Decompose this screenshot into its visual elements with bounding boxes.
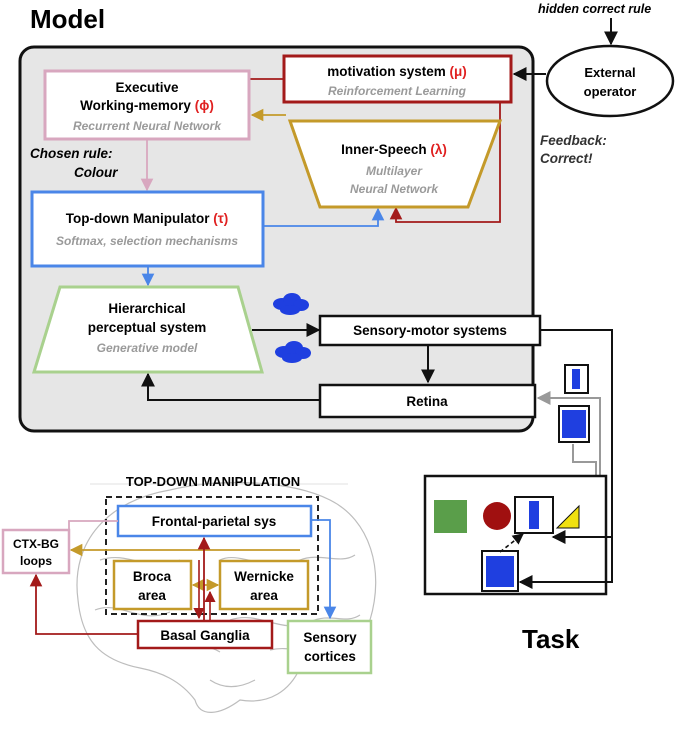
ctx-bg-label-2: loops	[20, 554, 52, 568]
retina-box	[318, 383, 537, 419]
inner-speech-subtitle-2: Neural Network	[350, 182, 439, 196]
top-down-label: Top-down Manipulator	[66, 211, 210, 226]
external-operator-node	[545, 44, 675, 118]
top-down-title: Top-down Manipulator (τ)	[66, 211, 229, 226]
chosen-rule-label-2: Colour	[74, 165, 118, 180]
inner-speech-subtitle-1: Multilayer	[366, 164, 423, 178]
frontal-parietal-box	[116, 504, 313, 538]
retina-label: Retina	[406, 394, 448, 409]
cloud-icon	[275, 341, 311, 363]
motivation-symbol: (μ)	[450, 64, 467, 79]
sensory-cortices-label-2: cortices	[304, 649, 356, 664]
executive-symbol: (ϕ)	[195, 98, 214, 113]
wernicke-box	[218, 559, 310, 611]
chosen-rule-label-1: Chosen rule:	[30, 146, 113, 161]
wernicke-label-1: Wernicke	[234, 569, 294, 584]
small-blue-square	[562, 410, 586, 438]
sensorymotor-to-task-arrow-2	[518, 537, 613, 589]
sensorymotor-to-task-arrow	[541, 329, 613, 544]
executive-subtitle: Recurrent Neural Network	[73, 119, 222, 133]
external-operator-label-1: External	[584, 65, 635, 80]
ctx-to-frontal-line	[68, 520, 118, 530]
sensory-cortices-label-1: Sensory	[303, 630, 357, 645]
feedback-label-1: Feedback:	[540, 133, 607, 148]
ctx-bg-label-1: CTX-BG	[13, 537, 59, 551]
basal-ganglia-label: Basal Ganglia	[160, 628, 250, 643]
inner-speech-label: Inner-Speech	[341, 142, 427, 157]
motivation-box	[282, 54, 513, 104]
task-dashed-arrow	[499, 533, 524, 553]
top-down-box	[30, 190, 265, 268]
retina-to-hierarchical-arrow	[141, 372, 320, 401]
motivation-to-innerspeech-arrow	[389, 102, 501, 223]
ctx-bg-box	[1, 528, 71, 575]
sensory-cortices-box	[286, 619, 373, 675]
motivation-title: motivation system (μ)	[327, 64, 467, 79]
frontal-parietal-label: Frontal-parietal sys	[152, 514, 277, 529]
executive-title-1: Executive	[115, 80, 179, 95]
basal-to-ctx-arrow	[29, 573, 138, 635]
cloud-icon	[273, 293, 309, 315]
hierarchical-box	[31, 285, 264, 374]
feedback-label-2: Correct!	[540, 151, 593, 166]
external-operator-label-2: operator	[584, 84, 637, 99]
sensory-motor-box	[318, 314, 542, 347]
wernicke-label-2: area	[250, 588, 278, 603]
inner-speech-title: Inner-Speech (λ)	[341, 142, 447, 157]
top-down-symbol: (τ)	[213, 211, 228, 226]
task-green-square	[434, 500, 467, 533]
sensory-motor-label: Sensory-motor systems	[353, 323, 507, 338]
hierarchical-subtitle: Generative model	[97, 341, 198, 355]
inner-speech-box	[287, 119, 503, 209]
task-red-circle	[483, 502, 511, 530]
task-blue-square	[486, 556, 514, 587]
hidden-rule-label: hidden correct rule	[538, 2, 651, 16]
top-down-subtitle: Softmax, selection mechanisms	[56, 234, 238, 248]
broca-box	[112, 559, 193, 611]
executive-label: Working-memory	[80, 98, 191, 113]
basal-ganglia-box	[136, 619, 274, 650]
task-yellow-triangle	[555, 504, 580, 529]
broca-label-2: area	[138, 588, 166, 603]
executive-box	[43, 69, 251, 141]
motivation-subtitle: Reinforcement Learning	[328, 84, 467, 98]
hierarchical-title-2: perceptual system	[88, 320, 207, 335]
task-title: Task	[522, 624, 580, 654]
small-blue-bar	[572, 369, 580, 389]
broca-label-1: Broca	[133, 569, 172, 584]
hierarchical-title-1: Hierarchical	[108, 301, 185, 316]
topdown-to-innerspeech-arrow	[263, 207, 385, 227]
motivation-label: motivation system	[327, 64, 446, 79]
model-title: Model	[30, 4, 105, 34]
frontal-to-sensory-arrow	[311, 519, 337, 620]
brain-title: TOP-DOWN MANIPULATION	[126, 474, 300, 489]
inner-speech-symbol: (λ)	[430, 142, 447, 157]
executive-title-2: Working-memory (ϕ)	[80, 98, 214, 113]
task-blue-bar	[529, 501, 539, 529]
top-down-manipulation-dashed-box	[105, 496, 319, 615]
